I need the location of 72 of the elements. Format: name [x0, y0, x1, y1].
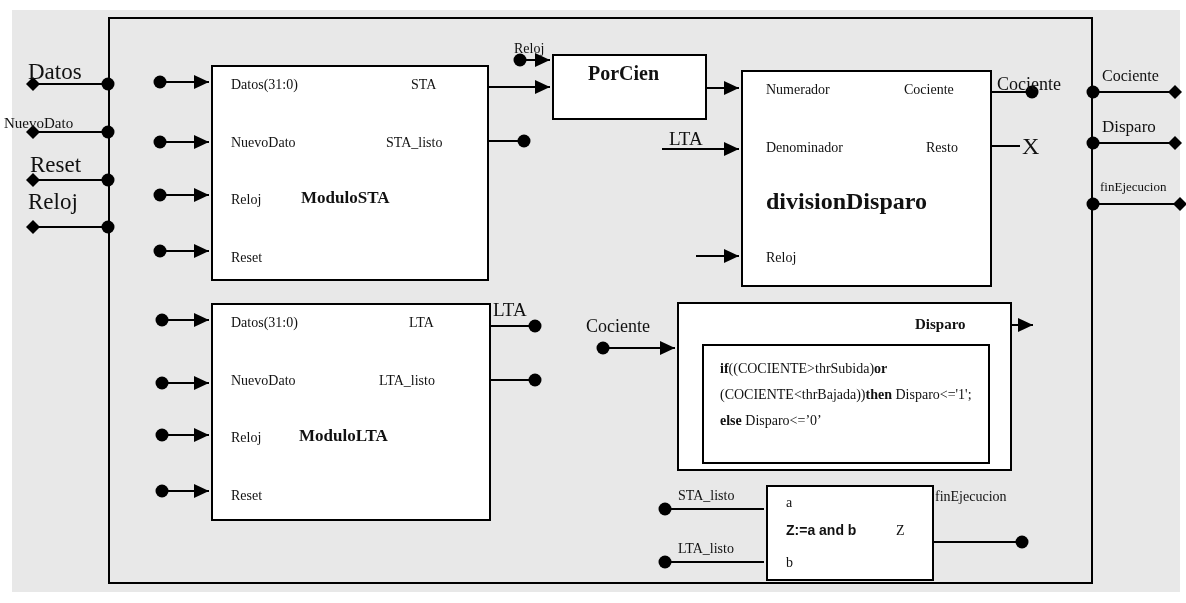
signal-label: Disparo	[1102, 118, 1156, 135]
port-label: Reloj	[231, 192, 262, 208]
signal-label: LTA	[669, 129, 703, 148]
arrow	[155, 484, 210, 498]
module-block	[552, 54, 707, 120]
module-block	[741, 70, 992, 287]
wire	[1086, 197, 1186, 211]
signal-label: NuevoDato	[4, 116, 74, 131]
module-block	[677, 302, 1012, 471]
port-label: Denominador	[766, 140, 843, 156]
wire	[26, 220, 115, 234]
block-title: ModuloLTA	[299, 427, 388, 446]
port-label: Reset	[231, 250, 263, 266]
port-label: NuevoDato	[231, 135, 296, 151]
signal-label: Datos	[28, 60, 82, 83]
port-label: Z	[896, 523, 905, 539]
arrow	[695, 249, 740, 263]
signal-label: Reloj	[514, 42, 545, 56]
wire	[1086, 85, 1182, 99]
arrow	[661, 142, 740, 156]
port-label: Reset	[231, 488, 263, 504]
module-block	[211, 303, 491, 521]
signal-label: Reset	[30, 153, 82, 176]
port-label: STA_listo	[386, 135, 443, 151]
code-box	[702, 344, 990, 464]
wire	[658, 502, 765, 516]
wire	[26, 77, 115, 91]
arrow	[155, 376, 210, 390]
arrow	[153, 244, 210, 258]
signal-label: Cociente	[997, 75, 1061, 93]
arrow	[153, 188, 210, 202]
port-label: Cociente	[904, 82, 954, 98]
arrow	[596, 341, 676, 355]
no-connect-mark: X	[1022, 133, 1040, 160]
wire	[1086, 136, 1182, 150]
block-title: Disparo	[915, 316, 966, 333]
block-title: ModuloSTA	[301, 189, 390, 208]
arrow	[513, 53, 551, 67]
arrow	[153, 135, 210, 149]
signal-label: Cociente	[1102, 68, 1159, 84]
wire	[26, 173, 115, 187]
port-label: LTA	[409, 315, 434, 331]
arrow	[153, 75, 210, 89]
signal-label: Reloj	[28, 190, 78, 213]
module-block	[211, 65, 489, 281]
signal-label: finEjecucion	[1100, 180, 1167, 193]
port-label: Datos(31:0)	[231, 315, 298, 331]
port-label: Reloj	[231, 430, 262, 446]
signal-label: Cociente	[586, 317, 650, 335]
port-label: Datos(31:0)	[231, 77, 298, 93]
signal-label: finEjecucion	[935, 490, 1007, 504]
wire	[26, 125, 115, 139]
port-label: STA	[411, 77, 437, 93]
block-title: Z:=a and b	[786, 523, 857, 539]
code-text: if((COCIENTE>thrSubida)or (COCIENTE<thrBajada))then Disparo<='1'; else Disparo<=’0’	[720, 360, 973, 430]
block-title: PorCien	[588, 62, 660, 84]
arrow	[155, 428, 210, 442]
logic-block	[766, 485, 934, 581]
port-label: Numerador	[766, 82, 830, 98]
arrow	[155, 313, 210, 327]
port-label: Reloj	[766, 250, 797, 266]
signal-label: LTA	[493, 300, 527, 319]
port-label: LTA_listo	[379, 373, 435, 389]
port-label: Resto	[926, 140, 958, 156]
block-title: divisionDisparo	[766, 188, 927, 215]
wire	[658, 555, 765, 569]
port-label: b	[786, 555, 793, 571]
port-label: NuevoDato	[231, 373, 296, 389]
signal-label: STA_listo	[678, 489, 735, 503]
signal-label: LTA_listo	[678, 542, 734, 556]
port-label: a	[786, 495, 793, 511]
outer-block-frame	[108, 17, 1093, 584]
